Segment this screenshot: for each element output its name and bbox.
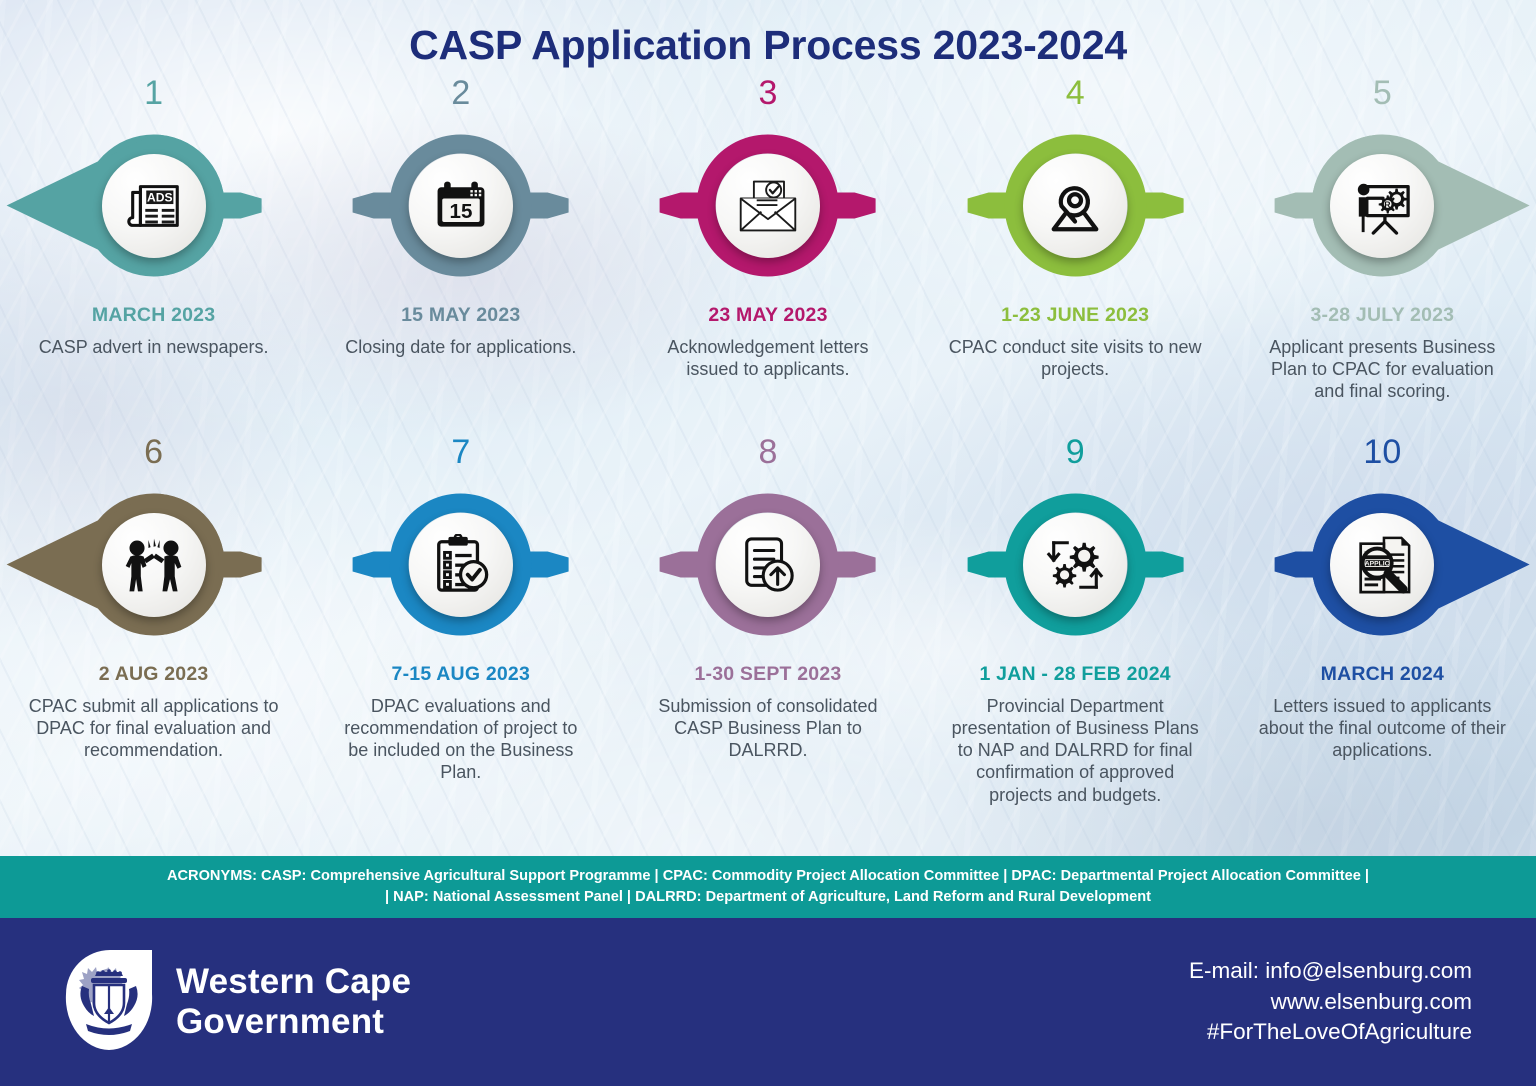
gears-cycle-icon — [1023, 512, 1128, 617]
step-number: 3 — [758, 74, 778, 112]
map-pin-icon — [1023, 153, 1128, 258]
brand-lockup: Western Cape Government — [64, 948, 411, 1057]
contact-email[interactable]: E-mail: info@elsenburg.com — [1189, 958, 1472, 984]
process-step-7: 7 7-15 AUG 2023 DPAC evaluat — [307, 435, 614, 806]
step-date: 1 JAN - 28 FEB 2024 — [979, 663, 1171, 685]
step-description: Applicant presents Business Plan to CPAC… — [1269, 337, 1496, 402]
svg-text:R: R — [1385, 199, 1392, 209]
step-number: 9 — [1065, 433, 1085, 471]
step-number: 8 — [758, 433, 778, 471]
step-number: 10 — [1363, 433, 1402, 471]
newspaper-ads-icon: ADS — [101, 153, 206, 258]
acronyms-line-2: | NAP: National Assessment Panel | DALRR… — [384, 889, 1152, 905]
process-step-10: 10 APPLIC MARCH 2024 Letters issued to a… — [1229, 435, 1536, 806]
svg-text:ADS: ADS — [147, 190, 173, 204]
step-number: 7 — [451, 433, 471, 471]
contact-website[interactable]: www.elsenburg.com — [1270, 988, 1472, 1014]
magnifier-application-icon: APPLIC — [1330, 512, 1435, 617]
brand-line-2: Government — [176, 1002, 385, 1041]
svg-text:APPLIC: APPLIC — [1365, 560, 1390, 567]
step-number: 2 — [451, 74, 471, 112]
process-step-5: 5 R 3-28 JULY 2023 Applicant presents Bu… — [1229, 76, 1536, 402]
step-number: 4 — [1065, 74, 1085, 112]
contact-block: E-mail: info@elsenburg.com www.elsenburg… — [1189, 956, 1472, 1048]
process-step-6: 6 2 AUG 2023 CPAC submit all application… — [0, 435, 307, 806]
western-cape-coat-of-arms-icon — [64, 948, 154, 1057]
steps-row-1: 1 ADS MARCH 2023 CASP advert in newspape… — [0, 76, 1536, 402]
step-number: 6 — [144, 433, 164, 471]
step-badge: R — [1229, 118, 1536, 293]
process-step-2: 2 15 15 MAY 2023 Closing date for applic… — [307, 76, 614, 402]
step-number: 1 — [144, 74, 164, 112]
acronyms-line-1: ACRONYMS: CASP: Comprehensive Agricultur… — [166, 867, 1370, 884]
contact-hashtag[interactable]: #ForTheLoveOfAgriculture — [1206, 1019, 1472, 1045]
process-step-9: 9 1 JAN - 28 FEB 2024 Provincial Departm… — [922, 435, 1229, 806]
step-description: Letters issued to applicants about the f… — [1258, 696, 1506, 761]
process-step-1: 1 ADS MARCH 2023 CASP advert in newspape… — [0, 76, 307, 402]
step-badge — [0, 477, 307, 652]
page-title: CASP Application Process 2023-2024 — [409, 22, 1127, 68]
clipboard-check-icon — [408, 512, 513, 617]
step-badge: 15 — [307, 118, 614, 293]
step-badge — [922, 477, 1229, 652]
step-description: CASP advert in newspapers. — [38, 337, 269, 357]
step-date: 1-30 SEPT 2023 — [694, 663, 842, 685]
step-date: 1-23 JUNE 2023 — [1001, 304, 1150, 326]
step-number: 5 — [1372, 74, 1392, 112]
step-date: MARCH 2023 — [91, 304, 216, 326]
calendar-15-icon: 15 — [408, 153, 513, 258]
envelope-check-icon — [715, 153, 820, 258]
handshake-people-icon — [101, 512, 206, 617]
step-badge — [922, 118, 1229, 293]
step-description: Submission of consolidated CASP Business… — [658, 696, 878, 761]
presentation-gears-icon: R — [1330, 153, 1435, 258]
step-date: 2 AUG 2023 — [98, 663, 209, 685]
process-step-8: 8 1-30 SEPT 2023 Submission of consolida… — [614, 435, 921, 806]
process-step-3: 3 23 MAY 2023 Acknowledgement letters is… — [614, 76, 921, 402]
brand-name: Western Cape Government — [176, 962, 411, 1043]
process-step-4: 4 1-23 JUNE 2023 CPAC conduct site visit… — [922, 76, 1229, 402]
page-footer: Western Cape Government E-mail: info@els… — [0, 918, 1536, 1086]
steps-row-2: 6 2 AUG 2023 CPAC submit all application… — [0, 435, 1536, 806]
step-date: 23 MAY 2023 — [708, 304, 828, 326]
step-description: Acknowledgement letters issued to applic… — [667, 337, 869, 380]
step-date: MARCH 2024 — [1320, 663, 1445, 685]
step-description: CPAC submit all applications to DPAC for… — [28, 696, 279, 761]
svg-text:15: 15 — [449, 200, 472, 223]
step-date: 7-15 AUG 2023 — [391, 663, 530, 685]
document-upload-icon — [715, 512, 820, 617]
step-badge: ADS — [0, 118, 307, 293]
step-description: DPAC evaluations and recommendation of p… — [344, 696, 578, 783]
step-date: 3-28 JULY 2023 — [1310, 304, 1455, 326]
step-description: Provincial Department presentation of Bu… — [951, 696, 1199, 805]
step-description: Closing date for applications. — [345, 337, 577, 357]
brand-line-1: Western Cape — [176, 961, 412, 1001]
step-badge — [307, 477, 614, 652]
step-date: 15 MAY 2023 — [401, 304, 521, 326]
step-badge — [614, 477, 921, 652]
step-badge — [614, 118, 921, 293]
step-description: CPAC conduct site visits to new projects… — [948, 337, 1202, 380]
step-badge: APPLIC — [1229, 477, 1536, 652]
acronyms-bar: ACRONYMS: CASP: Comprehensive Agricultur… — [0, 856, 1536, 918]
